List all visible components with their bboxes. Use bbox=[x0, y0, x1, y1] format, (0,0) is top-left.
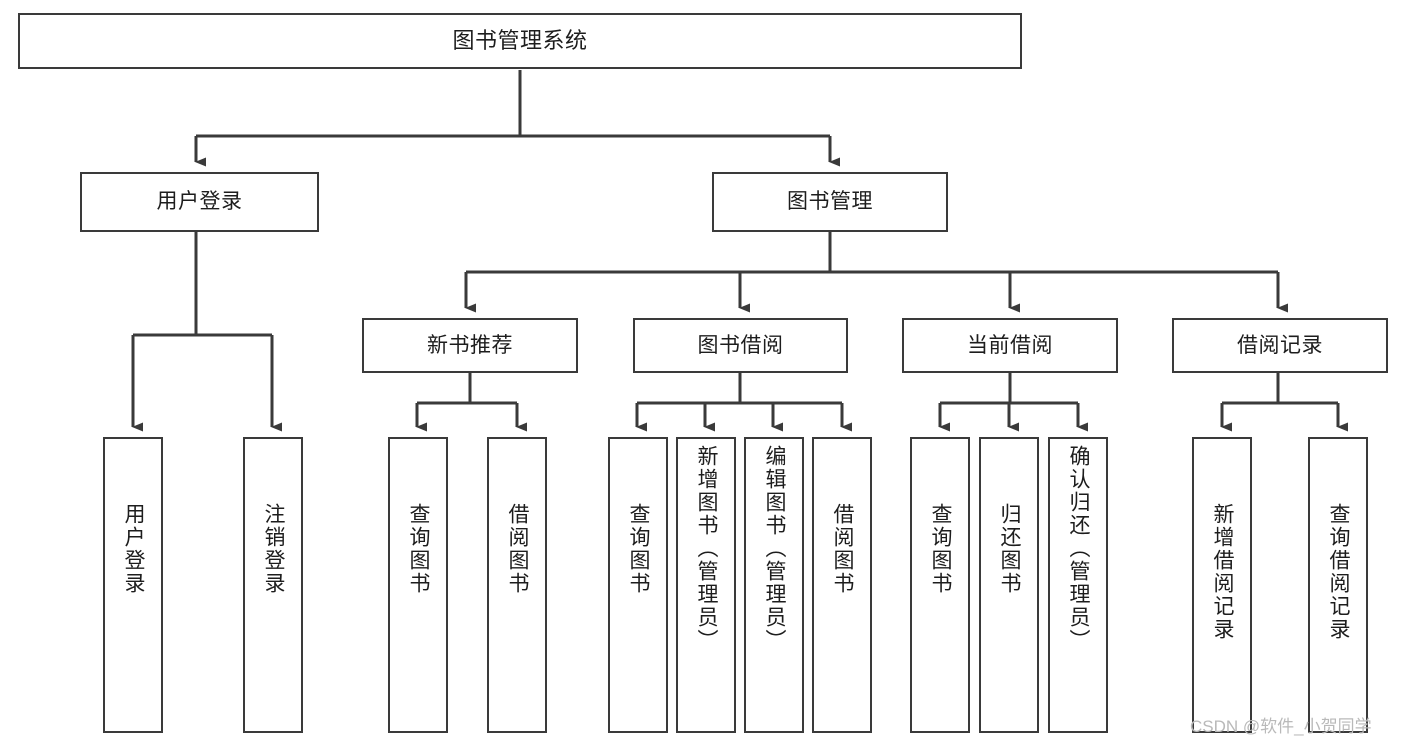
node-label: 当前借阅 bbox=[967, 333, 1053, 357]
node-borrow-record[interactable]: 借阅记录 bbox=[1172, 318, 1388, 373]
node-label: 用户登录 bbox=[156, 190, 243, 214]
node-label: 图书借阅 bbox=[697, 333, 784, 357]
node-label: 查询图书 bbox=[929, 503, 953, 595]
node-new-book-recommend[interactable]: 新书推荐 bbox=[362, 318, 578, 373]
node-label: 查询图书 bbox=[407, 503, 431, 595]
node-label: 查询图书 bbox=[627, 503, 651, 595]
leaf-user-login-do-login[interactable]: 用户登录 bbox=[103, 437, 163, 733]
leaf-book-borrow-query-books[interactable]: 查询图书 bbox=[608, 437, 668, 733]
node-label: 确认归还（管理员） bbox=[1067, 445, 1091, 652]
node-label: 图书管理 bbox=[787, 190, 873, 214]
node-book-borrow[interactable]: 图书借阅 bbox=[633, 318, 848, 373]
node-label: 用户登录 bbox=[122, 503, 146, 595]
leaf-current-borrow-return-books[interactable]: 归还图书 bbox=[979, 437, 1039, 733]
node-label: 新增借阅记录 bbox=[1211, 503, 1235, 641]
node-root-library-management-system[interactable]: 图书管理系统 bbox=[18, 13, 1022, 69]
node-label: 编辑图书（管理员） bbox=[763, 445, 787, 652]
csdn-watermark: CSDN @软件_小贺同学 bbox=[1190, 717, 1372, 736]
node-user-login[interactable]: 用户登录 bbox=[80, 172, 319, 232]
node-label: 新书推荐 bbox=[427, 333, 513, 357]
node-label: 图书管理系统 bbox=[452, 27, 588, 53]
leaf-new-book-borrow-books[interactable]: 借阅图书 bbox=[487, 437, 547, 733]
node-label: 注销登录 bbox=[262, 503, 286, 595]
leaf-book-borrow-edit-book-admin[interactable]: 编辑图书（管理员） bbox=[744, 437, 804, 733]
node-label: 查询借阅记录 bbox=[1327, 503, 1351, 641]
leaf-current-borrow-confirm-return-admin[interactable]: 确认归还（管理员） bbox=[1048, 437, 1108, 733]
leaf-new-book-query-books[interactable]: 查询图书 bbox=[388, 437, 448, 733]
leaf-current-borrow-query-books[interactable]: 查询图书 bbox=[910, 437, 970, 733]
leaf-user-login-logout[interactable]: 注销登录 bbox=[243, 437, 303, 733]
node-label: 归还图书 bbox=[998, 503, 1022, 595]
node-current-borrow[interactable]: 当前借阅 bbox=[902, 318, 1118, 373]
leaf-book-borrow-borrow-books[interactable]: 借阅图书 bbox=[812, 437, 872, 733]
leaf-borrow-record-add-record[interactable]: 新增借阅记录 bbox=[1192, 437, 1252, 733]
node-label: 借阅记录 bbox=[1237, 333, 1323, 357]
leaf-book-borrow-add-book-admin[interactable]: 新增图书（管理员） bbox=[676, 437, 736, 733]
node-book-management[interactable]: 图书管理 bbox=[712, 172, 948, 232]
node-label: 借阅图书 bbox=[831, 503, 855, 595]
node-label: 新增图书（管理员） bbox=[695, 445, 719, 652]
node-label: 借阅图书 bbox=[506, 503, 530, 595]
leaf-borrow-record-query-record[interactable]: 查询借阅记录 bbox=[1308, 437, 1368, 733]
